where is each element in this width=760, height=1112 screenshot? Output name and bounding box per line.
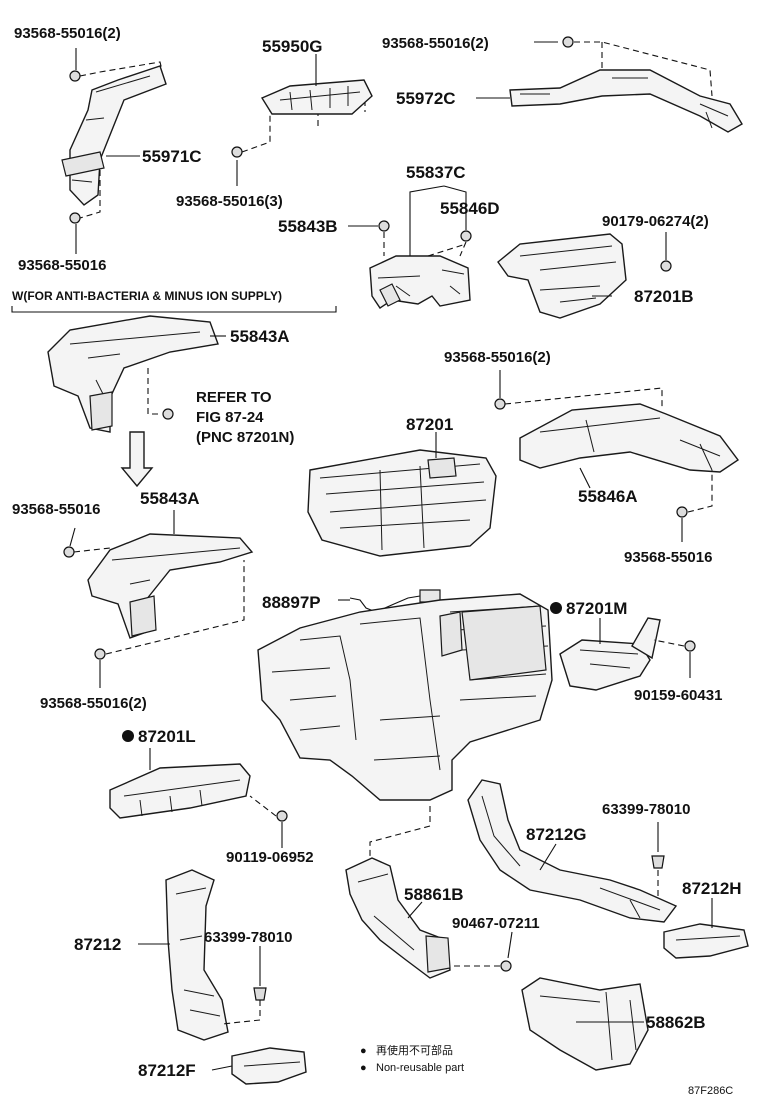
part-label: 93568-55016(2) [382, 35, 489, 52]
refer-line-1: REFER TO [196, 389, 272, 406]
screw-icon [162, 408, 174, 420]
legend-jp: 再使用不可部品 [376, 1043, 453, 1057]
duct-87201l [109, 763, 251, 819]
sensor-87201m [559, 617, 661, 691]
part-label: 55843A [230, 327, 290, 346]
part-label: 90179-06274(2) [602, 213, 709, 230]
duct-87212f [231, 1047, 307, 1085]
duct-55843a-lower [87, 533, 254, 639]
screw-icon [562, 36, 574, 48]
part-label: 93568-55016 [18, 257, 106, 274]
non-reusable-bullet-icon [122, 730, 134, 742]
part-label: 90159-60431 [634, 687, 722, 704]
part-label: 93568-55016(2) [40, 695, 147, 712]
register-55950g [260, 79, 373, 115]
figure-code: 87F286C [688, 1085, 733, 1097]
duct-58861b [345, 857, 451, 979]
part-label: 55950G [262, 37, 323, 56]
part-label: 87201M [566, 599, 627, 618]
part-label: 55846A [578, 487, 638, 506]
part-label: 93568-55016(2) [14, 25, 121, 42]
hvac-main-unit [257, 593, 553, 801]
screw-icon [378, 220, 390, 232]
part-label: 90119-06952 [226, 849, 314, 866]
duct-87212g [467, 779, 678, 923]
part-label: 93568-55016(2) [444, 349, 551, 366]
duct-55971c [61, 65, 167, 206]
screw-icon [460, 230, 472, 242]
screw-icon [684, 640, 696, 652]
part-label: 87201 [406, 415, 453, 434]
screw-icon [660, 260, 672, 272]
variant-note: W(FOR ANTI-BACTERIA & MINUS ION SUPPLY) [12, 289, 282, 303]
screw-icon [69, 212, 81, 224]
legend-bullet-icon: ● [360, 1062, 367, 1074]
part-label: 87212F [138, 1061, 196, 1080]
duct-87212 [165, 869, 229, 1041]
duct-87212h [663, 923, 749, 959]
part-label: 63399-78010 [602, 801, 690, 818]
part-label: 58862B [646, 1013, 706, 1032]
duct-55843a-upper [47, 315, 219, 433]
screw-icon [94, 648, 106, 660]
part-label: 93568-55016(3) [176, 193, 283, 210]
duct-55837c [369, 255, 471, 309]
part-label: 58861B [404, 885, 464, 904]
screw-icon [676, 506, 688, 518]
part-label: 55846D [440, 199, 500, 218]
duct-58862b [521, 977, 649, 1071]
refer-line-2: FIG 87-24 [196, 409, 264, 426]
part-label: 93568-55016 [624, 549, 712, 566]
part-label: 87201L [138, 727, 196, 746]
refer-line-3: (PNC 87201N) [196, 429, 294, 446]
screw-icon [231, 146, 243, 158]
part-label: 55971C [142, 147, 202, 166]
part-label: 55843A [140, 489, 200, 508]
clip-icon [253, 987, 267, 1001]
part-label: 55837C [406, 163, 466, 182]
part-label: 87212H [682, 879, 742, 898]
part-label: 63399-78010 [204, 929, 292, 946]
part-label: 55843B [278, 217, 338, 236]
screw-icon [500, 960, 512, 972]
part-label: 87212 [74, 935, 121, 954]
duct-55972c [509, 69, 743, 133]
screw-icon [494, 398, 506, 410]
clip-icon [651, 855, 665, 869]
part-label: 90467-07211 [452, 915, 540, 932]
screw-icon [276, 810, 288, 822]
duct-87201b [497, 233, 627, 319]
unit-87201 [307, 449, 497, 557]
legend-bullet-icon: ● [360, 1045, 367, 1057]
part-label: 55972C [396, 89, 456, 108]
arrow-down-icon [120, 431, 154, 488]
duct-55846a [519, 403, 740, 473]
legend-en: Non-reusable part [376, 1062, 464, 1074]
part-label: 87212G [526, 825, 587, 844]
non-reusable-bullet-icon [550, 602, 562, 614]
screw-icon [69, 70, 81, 82]
part-label: 87201B [634, 287, 694, 306]
screw-icon [63, 546, 75, 558]
part-label: 88897P [262, 593, 321, 612]
part-label: 93568-55016 [12, 501, 100, 518]
